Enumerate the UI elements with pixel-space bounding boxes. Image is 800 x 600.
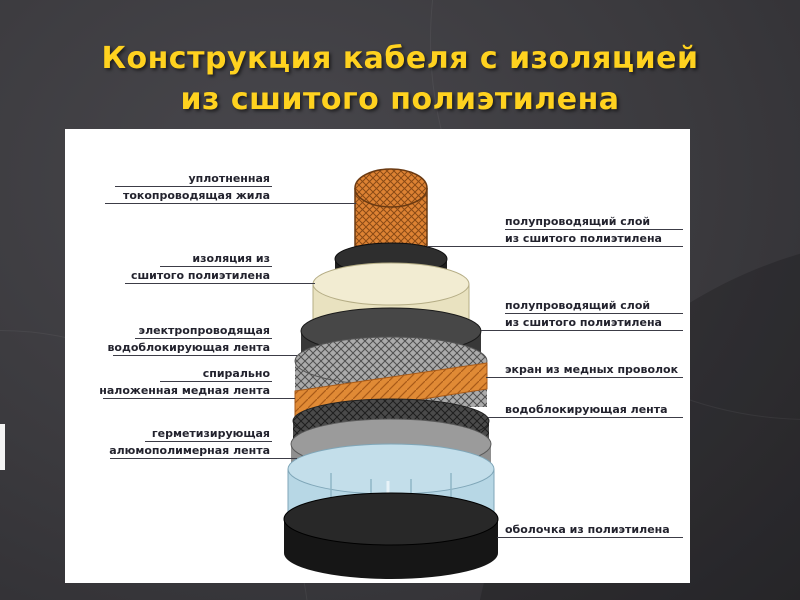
leader-line (481, 330, 683, 331)
label-text: токопроводящая жила (122, 189, 270, 202)
leader-line (505, 313, 683, 314)
label-text: оболочка из полиэтилена (505, 523, 670, 536)
leader-line (103, 398, 295, 399)
label-waterblocking-tape: водоблокирующая лента (505, 401, 685, 418)
sheath-layer (283, 492, 499, 579)
label-text: водоблокирующая лента (505, 403, 668, 416)
label-semiconducting-layer-1: полупроводящий слой из сшитого полиэтиле… (505, 213, 685, 247)
label-conductor: уплотненная токопроводящая жила (83, 170, 270, 204)
leader-line (488, 417, 683, 418)
leader-line (160, 381, 272, 382)
label-copper-wire-screen: экран из медных проволок (505, 361, 685, 378)
label-text: из сшитого полиэтилена (505, 316, 662, 329)
leader-line (115, 186, 272, 187)
leader-line (427, 246, 683, 247)
leader-line (145, 441, 272, 442)
label-text: электропроводящая (138, 324, 270, 337)
label-aluminum-polymer-tape: герметизирующая алюмополимерная лента (83, 425, 270, 459)
leader-line (105, 203, 356, 204)
leader-line (497, 537, 683, 538)
leader-line (160, 266, 272, 267)
label-semiconducting-layer-2: полупроводящий слой из сшитого полиэтиле… (505, 297, 685, 331)
leader-line (135, 338, 272, 339)
left-edge-artifact (0, 424, 5, 470)
label-text: экран из медных проволок (505, 363, 679, 376)
label-text: полупроводящий слой (505, 299, 651, 312)
label-text: из сшитого полиэтилена (505, 232, 662, 245)
label-text: уплотненная (188, 172, 270, 185)
label-text: сшитого полиэтилена (130, 269, 270, 282)
label-text: спирально (202, 367, 270, 380)
leader-line (505, 229, 683, 230)
label-text: наложенная медная лента (99, 384, 270, 397)
slide-title-line1: Конструкция кабеля с изоляцией (101, 41, 699, 76)
label-text: водоблокирующая лента (107, 341, 270, 354)
label-polyethylene-sheath: оболочка из полиэтилена (505, 521, 685, 538)
leader-line (486, 377, 683, 378)
label-spiral-copper-tape: спирально наложенная медная лента (83, 365, 270, 399)
label-text: алюмополимерная лента (109, 444, 270, 457)
cable-cutaway-diagram (283, 168, 499, 579)
slide-title-line2: из сшитого полиэтилена (180, 82, 620, 117)
label-text: изоляция из (192, 252, 270, 265)
leader-line (110, 458, 297, 459)
label-insulation: изоляция из сшитого полиэтилена (83, 250, 270, 284)
diagram-panel: уплотненная токопроводящая жила изоляция… (65, 129, 690, 583)
label-text: полупроводящий слой (505, 215, 651, 228)
leader-line (125, 283, 315, 284)
label-conductive-waterblocking-tape: электропроводящая водоблокирующая лента (83, 322, 270, 356)
slide-title: Конструкция кабеля с изоляцией из сшитог… (0, 38, 800, 120)
leader-line (113, 355, 297, 356)
label-text: герметизирующая (151, 427, 270, 440)
